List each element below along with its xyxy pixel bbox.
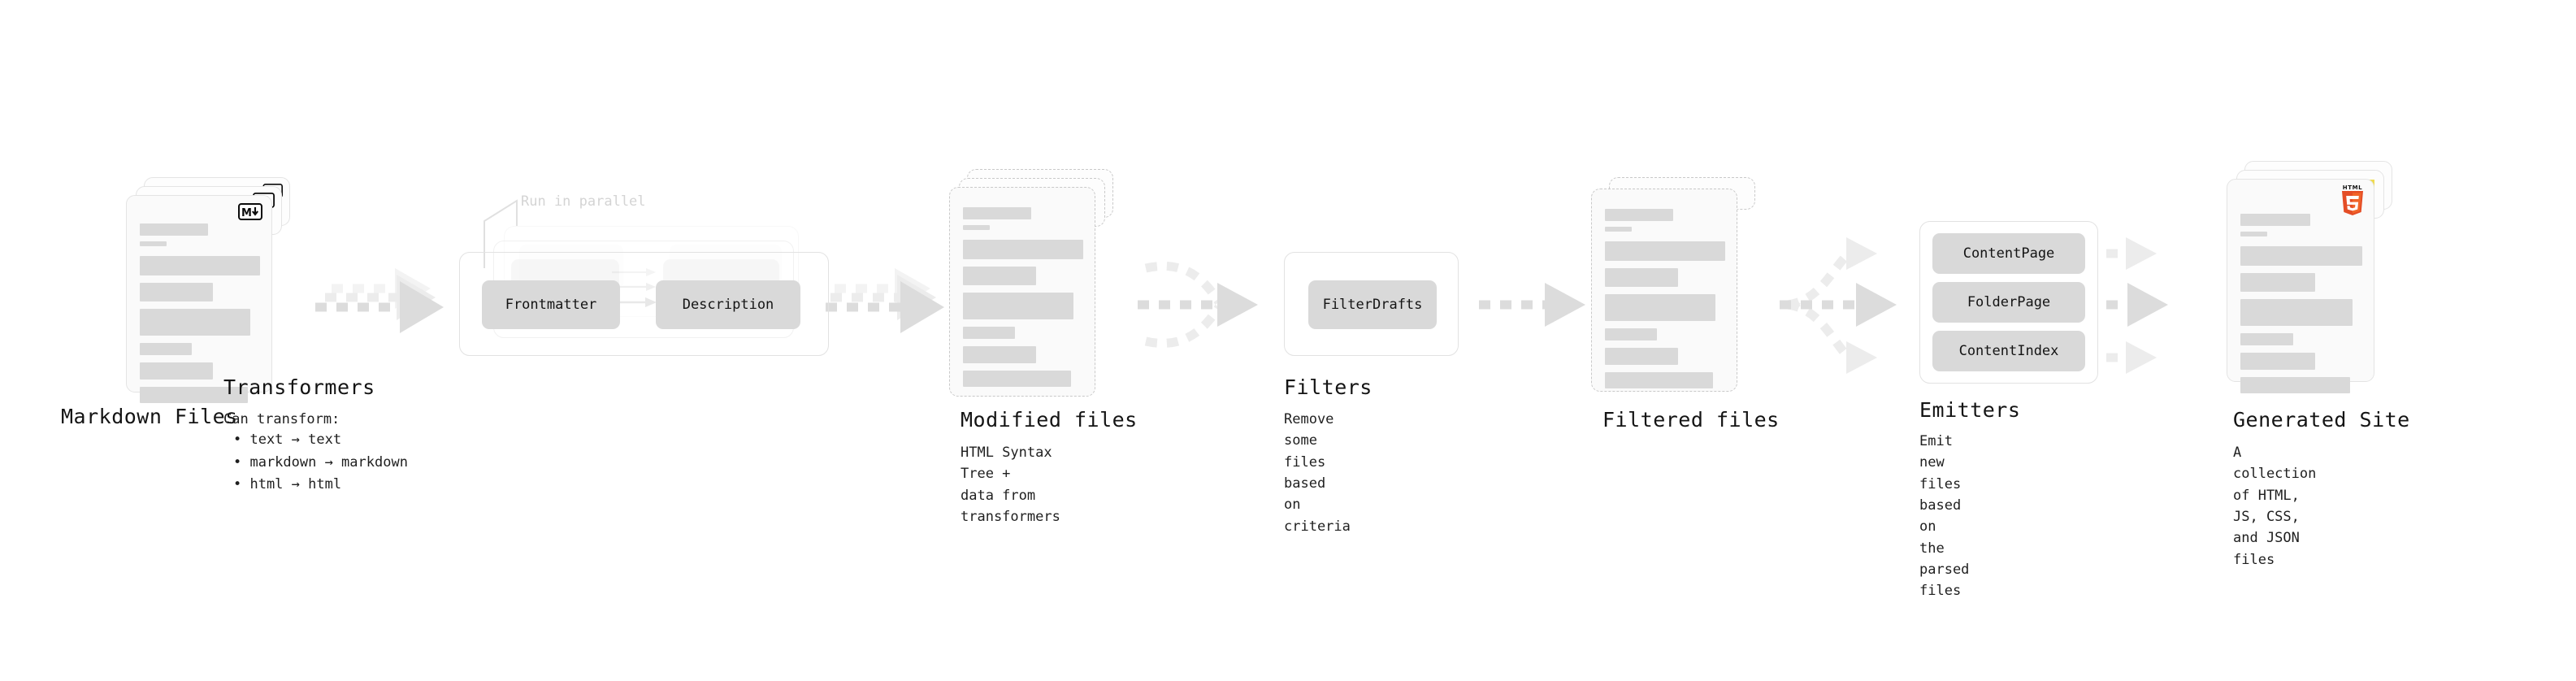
modified-files-graphic [949, 169, 1120, 397]
doc-content-bars [140, 223, 260, 409]
filter-chip-label: FilterDrafts [1322, 297, 1423, 313]
emitter-chip-contentindex[interactable]: ContentIndex [1932, 331, 2085, 371]
doc-content-bars [2240, 214, 2362, 399]
transformer-bullet: • markdown → markdown [233, 453, 408, 471]
modified-files-description: HTML Syntax Tree + data from transformer… [961, 445, 1060, 526]
arrow-filtered-to-emitters [1780, 237, 1897, 374]
generated-site-description: A collection of HTML, JS, CSS, and JSON … [2233, 445, 2317, 568]
markdown-doc-front: M [126, 195, 272, 403]
generated-doc-front: HTML [2227, 179, 2374, 393]
filters-title: Filters [1284, 375, 1373, 399]
arrow-modified-to-filters [1138, 261, 1258, 348]
filters-description: Remove some files based on criteria [1284, 411, 1351, 535]
run-in-parallel-label: Run in parallel [521, 193, 646, 210]
transformer-bullet: • text → text [233, 432, 342, 448]
transformer-group-front [459, 252, 829, 356]
markdown-badge-icon: M [238, 203, 262, 220]
emitter-chip-label: FolderPage [1967, 294, 2051, 310]
arrow-filters-to-filtered [1479, 283, 1585, 327]
transformers-title: Transformers [223, 375, 375, 399]
filtered-doc-front [1591, 189, 1737, 392]
generated-site-title: Generated Site [2233, 408, 2410, 432]
arrow-markdown-to-transformers [315, 268, 444, 333]
arrow-transformers-to-modified [826, 268, 944, 333]
transformers-description: Can transform: [223, 411, 340, 427]
doc-content-bars [1605, 209, 1725, 394]
filtered-files-title: Filtered files [1602, 408, 1780, 432]
filtered-files-graphic [1591, 177, 1762, 393]
transformer-chip-label: Frontmatter [505, 297, 597, 313]
doc-content-bars [963, 207, 1083, 393]
transformer-chip-frontmatter[interactable]: Frontmatter [482, 280, 620, 329]
emitter-chip-folderpage[interactable]: FolderPage [1932, 282, 2085, 323]
modified-files-title: Modified files [961, 408, 1138, 432]
emitters-title: Emitters [1919, 398, 2021, 422]
emitter-chip-label: ContentIndex [1958, 343, 2059, 359]
svg-text:M: M [241, 207, 252, 218]
transformer-bullet: • html → html [233, 476, 342, 493]
html5-badge-label: HTML [2342, 184, 2363, 191]
transformer-chip-description[interactable]: Description [656, 280, 800, 329]
transformers-bullets: • text → text • markdown → markdown • ht… [233, 429, 408, 497]
emitter-chip-contentpage[interactable]: ContentPage [1932, 233, 2085, 274]
modified-doc-front [949, 187, 1095, 397]
filter-chip-filterdrafts[interactable]: FilterDrafts [1308, 280, 1437, 329]
generated-site-graphic: CSS HTML [2227, 161, 2397, 393]
markdown-files-graphic: M M M [126, 177, 297, 403]
emitters-description: Emit new files based on the parsed files [1919, 433, 1970, 600]
html5-badge-icon: HTML [2340, 184, 2366, 215]
emitter-chip-label: ContentPage [1962, 245, 2055, 262]
markdown-files-title: Markdown Files [61, 405, 238, 428]
transformer-chip-label: Description [682, 297, 774, 313]
